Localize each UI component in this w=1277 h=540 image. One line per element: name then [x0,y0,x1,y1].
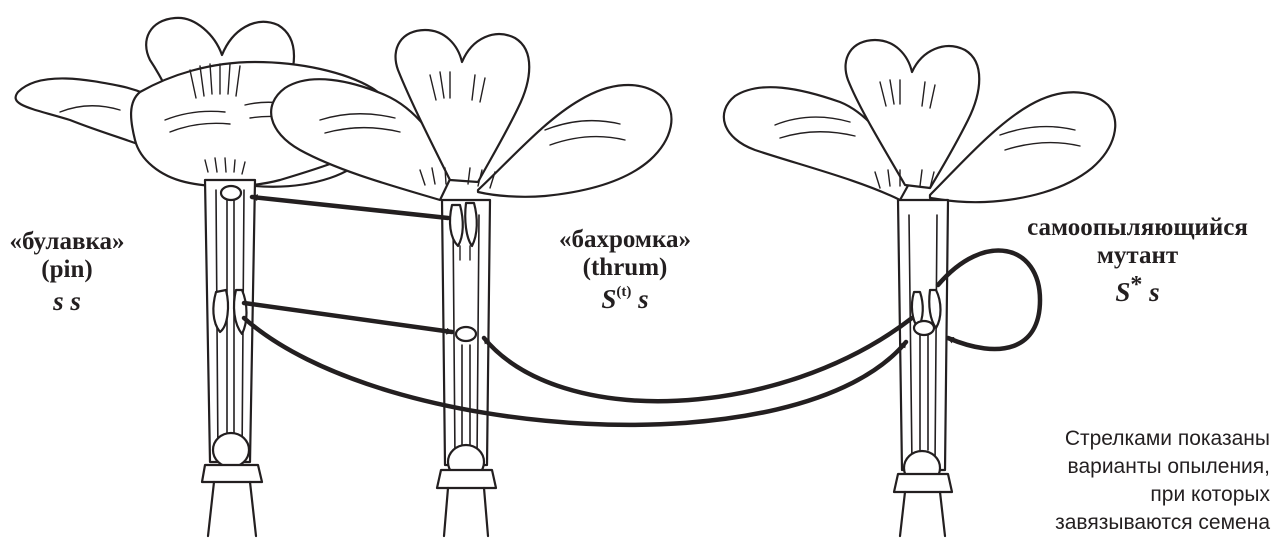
note-line-4: завязываются семена [985,509,1270,537]
thrum-genotype-superscript: (t) [616,284,631,300]
arrow-pin-to-thrum-stigma [244,303,452,332]
pin-stem [208,482,256,536]
thrum-morph-label: «бахромка» (thrum) S(t) s [540,226,710,314]
mutant-genotype-asterisk: * [1130,272,1142,298]
mutant-stem [900,492,945,536]
mutant-genotype-second-allele: s [1142,277,1159,307]
thrum-name: «бахромка» [540,226,710,254]
pin-genotype: s s [2,286,132,316]
pollination-note: Стрелками показаны варианты опыления, пр… [985,425,1270,537]
mutant-name-line2: мутант [1000,242,1275,270]
mutant-genotype: S* s [1000,272,1275,307]
note-line-2: варианты опыления, [985,453,1270,481]
arrow-thrum-to-pin-stigma [252,197,448,218]
pin-english-name: (pin) [2,256,132,284]
thrum-stem [444,488,488,536]
mutant-stigma [914,321,934,335]
mutant-genotype-allele: S [1115,277,1130,307]
pin-name: «булавка» [2,228,132,256]
note-line-1: Стрелками показаны [985,425,1270,453]
arrow-pin-to-mutant-stigma [244,318,906,425]
thrum-genotype: S(t) s [540,284,710,314]
note-line-3: при которых [985,481,1270,509]
pin-ovary [213,433,249,467]
pin-anthers [213,290,228,332]
arrow-mutant-to-thrum-stigma [484,318,912,401]
mutant-label: самоопыляющийся мутант S* s [1000,214,1275,307]
thrum-genotype-second-allele: s [631,284,648,314]
thrum-stigma [456,327,476,341]
pin-morph-label: «булавка» (pin) s s [2,228,132,316]
mutant-name-line1: самоопыляющийся [1000,214,1275,242]
thrum-english-name: (thrum) [540,254,710,282]
pin-stigma [221,186,241,200]
thrum-genotype-allele: S [601,284,616,314]
